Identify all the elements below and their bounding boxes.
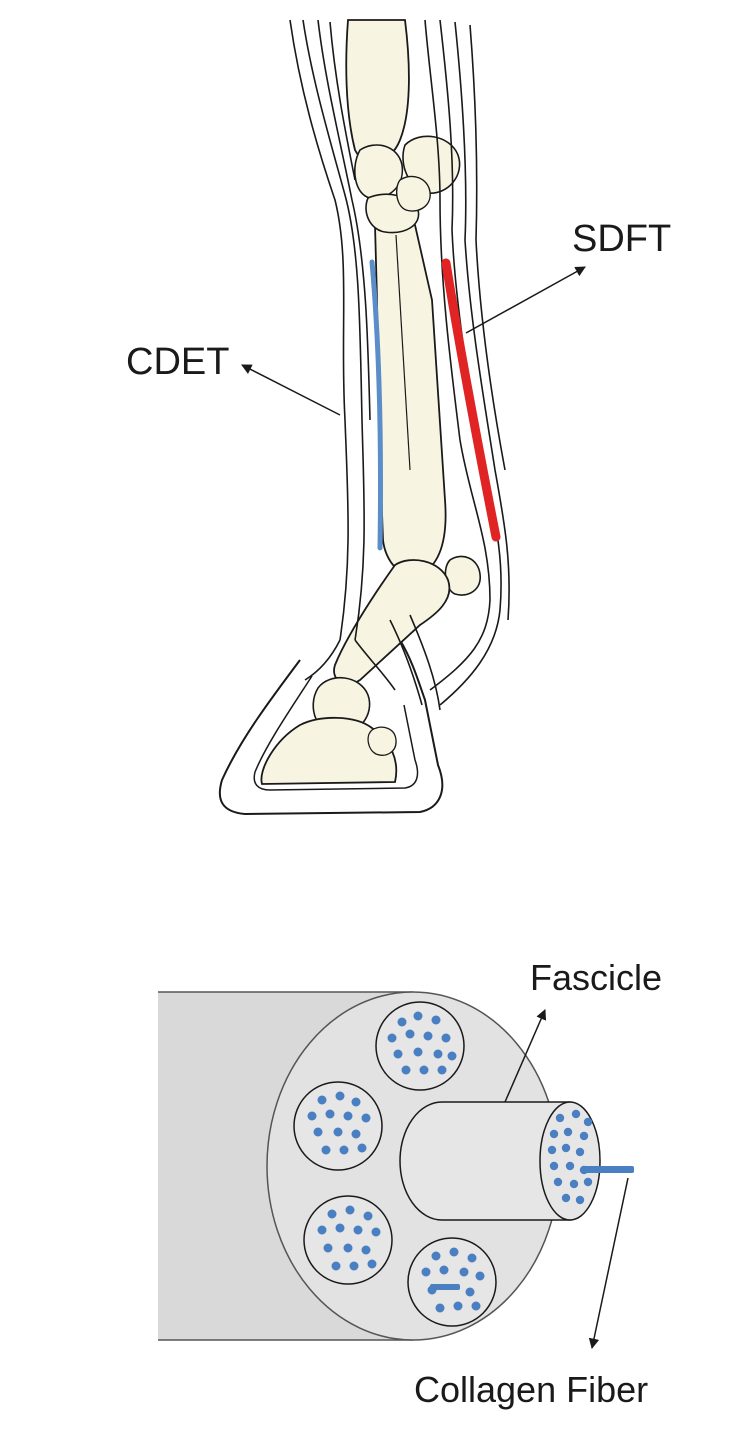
fascicle-label: Fascicle: [530, 957, 662, 998]
hoof-inner-outline: [253, 675, 419, 791]
cannon-bone: [374, 216, 447, 577]
fascicle-cylinder-body: [399, 1101, 571, 1221]
collagen-fiber-segment: [430, 1284, 460, 1290]
fascicle-circle: [407, 1237, 497, 1327]
splint-bone: [395, 234, 411, 471]
collagen-fiber-arrow: [588, 1177, 629, 1350]
sdft-label: SDFT: [572, 218, 671, 260]
knee-bone-1: [354, 144, 404, 199]
navicular-bone: [367, 726, 397, 756]
cdet-tendon: [369, 259, 384, 551]
extended-collagen-fiber: [582, 1166, 634, 1173]
extended-fascicle: [399, 1101, 601, 1221]
horse-leg-illustration: SDFT CDET: [126, 19, 671, 816]
sdft-tendon: [441, 258, 501, 542]
sesamoid-bone: [444, 555, 481, 596]
fascicle-circle: [375, 1001, 465, 1091]
tendon-outline-lines: [289, 19, 510, 711]
radius-bone: [345, 19, 410, 164]
tendon-cross-section: Fascicle Collagen Fiber: [158, 957, 662, 1410]
fascicle-circle: [293, 1081, 383, 1171]
fascicle-arrow: [504, 1009, 547, 1103]
collagen-fiber-label: Collagen Fiber: [414, 1369, 648, 1410]
cdet-arrow: [241, 364, 341, 416]
fascicle-circle: [303, 1195, 393, 1285]
coffin-bone: [260, 716, 398, 785]
cdet-label: CDET: [126, 341, 229, 383]
knee-bone-3: [395, 175, 431, 212]
sdft-arrow: [465, 266, 586, 334]
